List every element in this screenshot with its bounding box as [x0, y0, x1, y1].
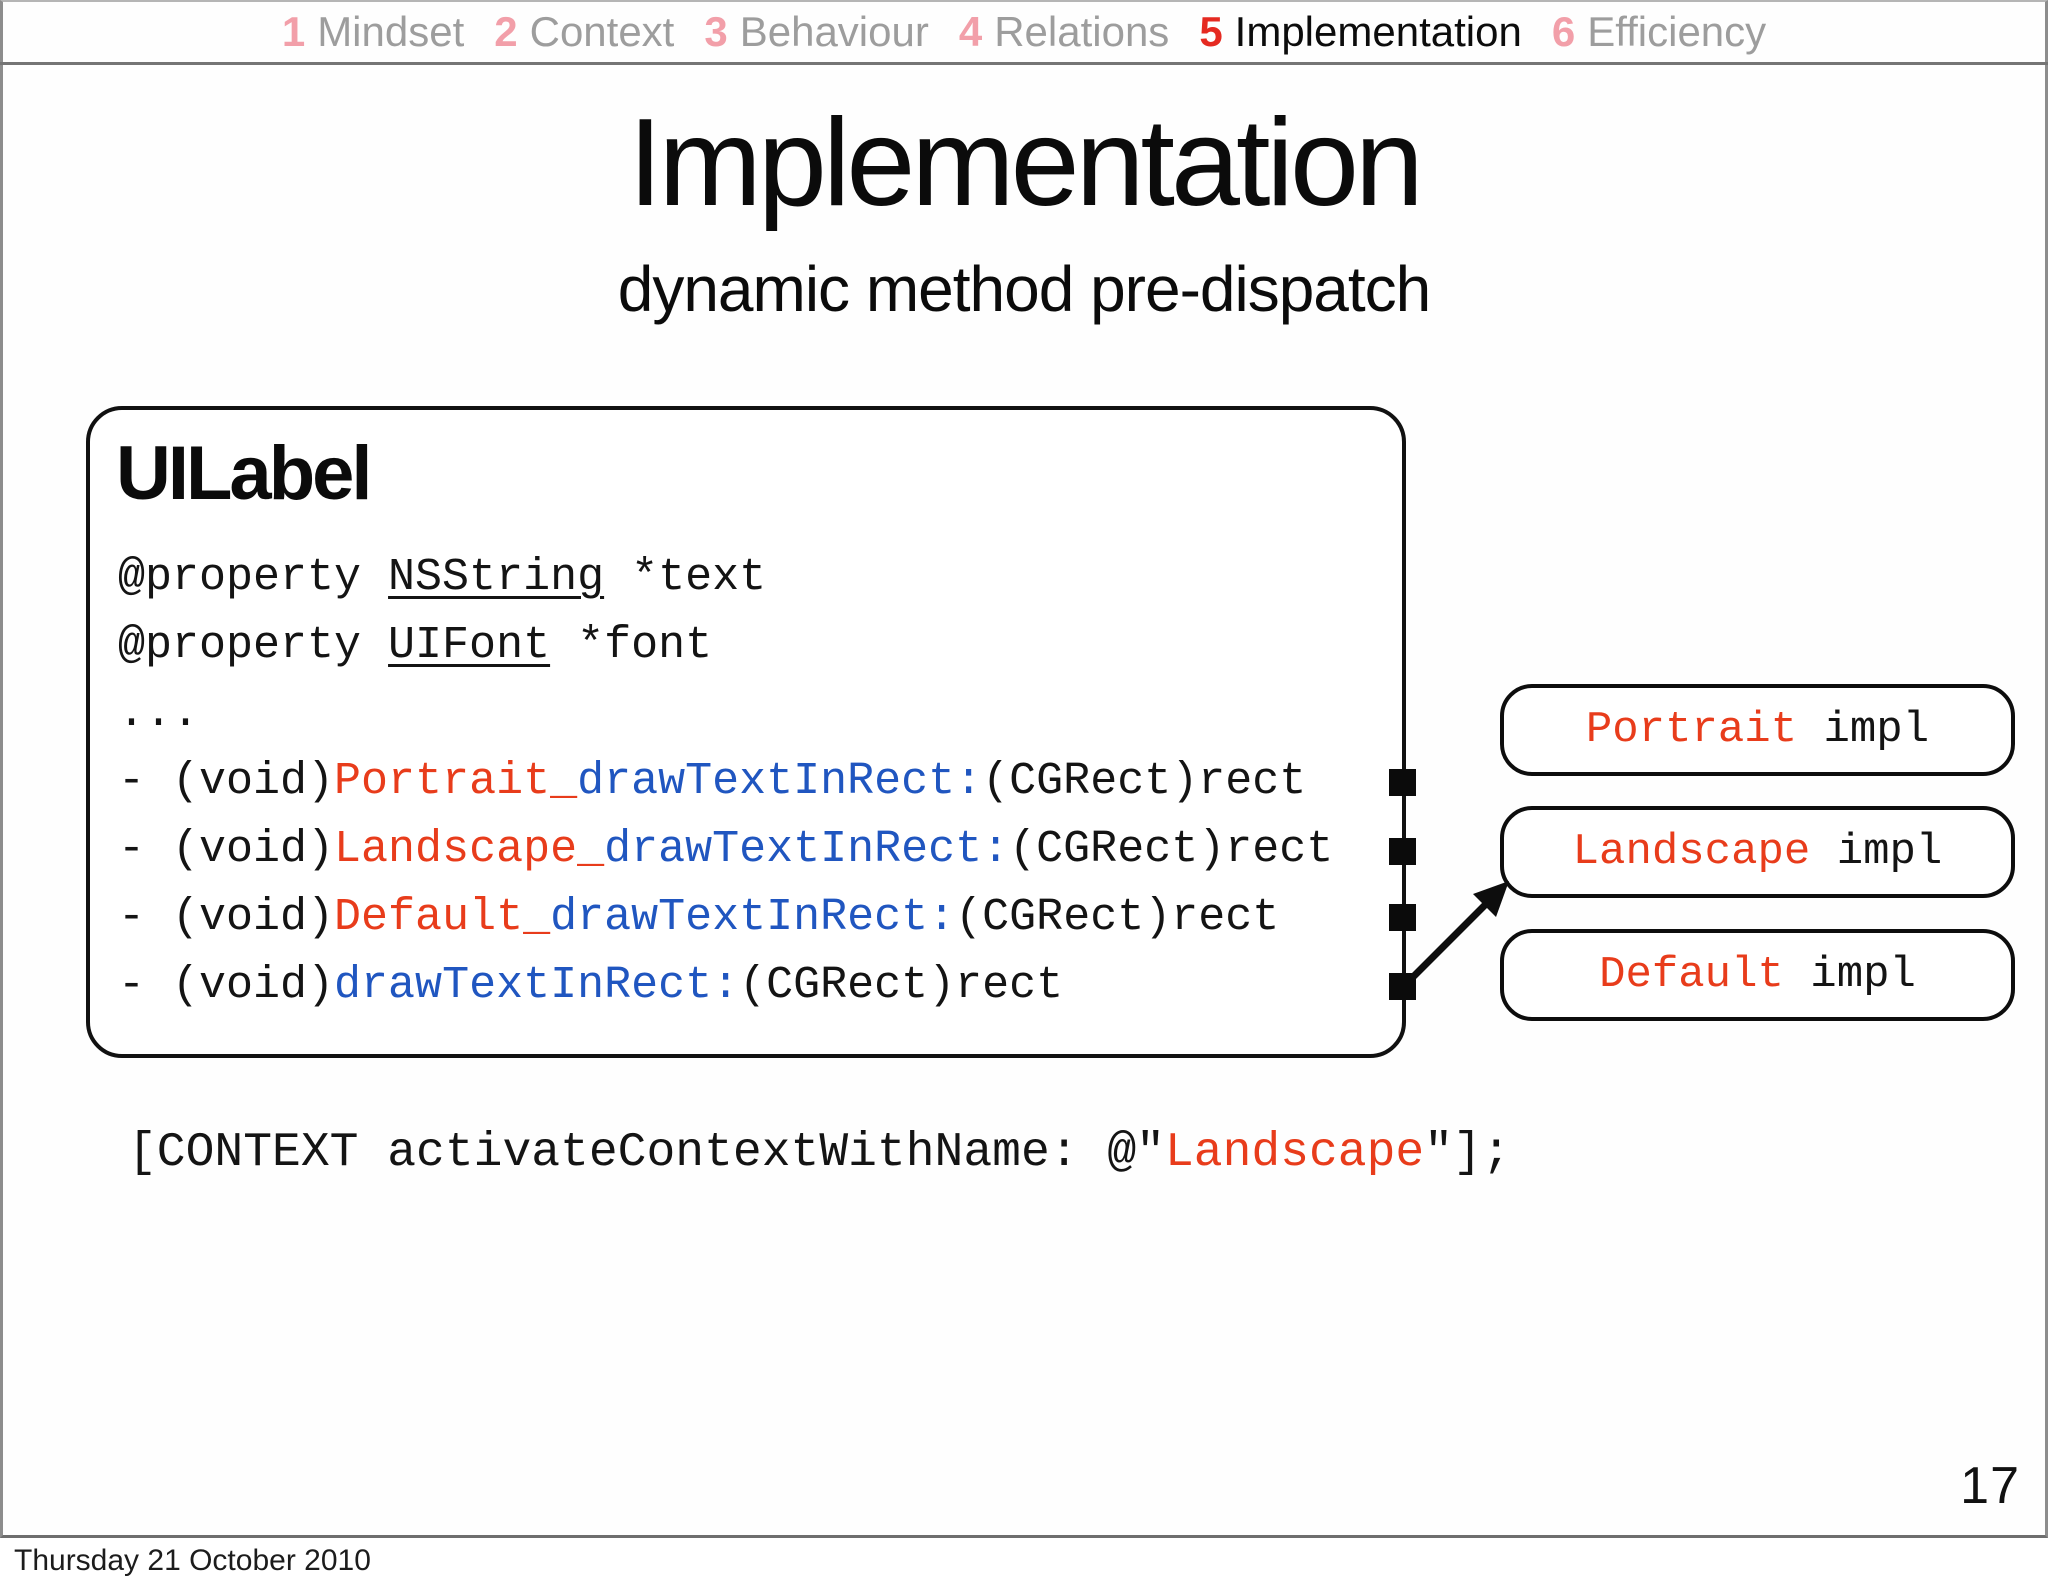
nav-item-number: 6	[1551, 8, 1576, 55]
code-segment: NSString	[388, 552, 605, 603]
impl-box-name: Landscape	[1572, 827, 1811, 877]
code-segment: drawTextInRect:	[577, 756, 983, 807]
code-segment: drawTextInRect:	[604, 824, 1010, 875]
connector-square	[1389, 838, 1416, 865]
nav-item-number: 5	[1199, 8, 1223, 55]
impl-box-suffix: impl	[1783, 950, 1916, 1000]
impl-box-default: Default impl	[1500, 929, 2015, 1021]
impl-box-portrait: Portrait impl	[1500, 684, 2015, 776]
code-segment: (CGRect)rect	[1009, 824, 1334, 875]
slide-title: Implementation	[628, 94, 1424, 232]
uilabel-class-box	[86, 406, 1406, 1058]
impl-box-suffix: impl	[1797, 705, 1930, 755]
code-segment: UIFont	[388, 620, 551, 671]
code-segment: *font	[550, 620, 713, 671]
code-segment: drawTextInRect:	[334, 960, 740, 1011]
code-segment: Portrait_	[334, 756, 578, 807]
code-segment: - (void)	[118, 960, 335, 1011]
connector-square	[1389, 769, 1416, 796]
nav-item-label: Efficiency	[1587, 8, 1767, 55]
code-segment: Landscape	[1164, 1126, 1425, 1180]
nav-item-label: Implementation	[1234, 8, 1522, 55]
activate-context-statement: [CONTEXT activateContextWithName: @"Land…	[128, 1126, 1511, 1180]
code-line: ...	[118, 680, 1333, 748]
code-segment: (CGRect)rect	[982, 756, 1307, 807]
page-number: 17	[1960, 1457, 2020, 1515]
nav-item-label: Behaviour	[739, 8, 929, 55]
nav-item-label: Context	[529, 8, 675, 55]
nav-item-number: 4	[958, 8, 983, 55]
slide-subtitle: dynamic method pre-dispatch	[617, 253, 1432, 325]
code-line: - (void)drawTextInRect:(CGRect)rect	[118, 952, 1333, 1020]
code-segment: ...	[118, 688, 200, 739]
class-code-listing: @property NSString *text@property UIFont…	[118, 544, 1333, 1020]
code-segment: - (void)	[118, 756, 335, 807]
nav-item-number: 3	[704, 8, 728, 55]
impl-box-name: Portrait	[1585, 705, 1798, 755]
code-segment: (CGRect)rect	[739, 960, 1064, 1011]
impl-box-suffix: impl	[1810, 827, 1943, 877]
code-segment: @property	[118, 620, 389, 671]
code-line: - (void)Default_drawTextInRect:(CGRect)r…	[118, 884, 1333, 952]
code-segment: Default_	[334, 892, 551, 943]
code-segment: Landscape_	[334, 824, 605, 875]
nav-item-number: 1	[281, 8, 306, 55]
nav-item-label: Mindset	[317, 8, 465, 55]
code-line: - (void)Portrait_drawTextInRect:(CGRect)…	[118, 748, 1333, 816]
nav-separator-line	[0, 62, 2048, 65]
code-segment: - (void)	[118, 824, 335, 875]
impl-box-name: Default	[1599, 950, 1784, 1000]
footer-date: Thursday 21 October 2010	[14, 1544, 371, 1577]
code-line: @property UIFont *font	[118, 612, 1333, 680]
code-segment: *text	[604, 552, 767, 603]
code-segment: @property	[118, 552, 389, 603]
code-segment: [CONTEXT activateContextWithName: @"	[128, 1126, 1165, 1180]
connector-square	[1389, 904, 1416, 931]
connector-square	[1389, 973, 1416, 1000]
code-line: - (void)Landscape_drawTextInRect:(CGRect…	[118, 816, 1333, 884]
nav-item-label: Relations	[994, 8, 1170, 55]
impl-box-landscape: Landscape impl	[1500, 806, 2015, 898]
code-segment: (CGRect)rect	[955, 892, 1280, 943]
code-segment: "];	[1424, 1126, 1511, 1180]
class-name-heading: UILabel	[116, 431, 372, 516]
code-line: @property NSString *text	[118, 544, 1333, 612]
code-segment: - (void)	[118, 892, 335, 943]
nav-item-number: 2	[494, 8, 518, 55]
code-segment: drawTextInRect:	[550, 892, 956, 943]
